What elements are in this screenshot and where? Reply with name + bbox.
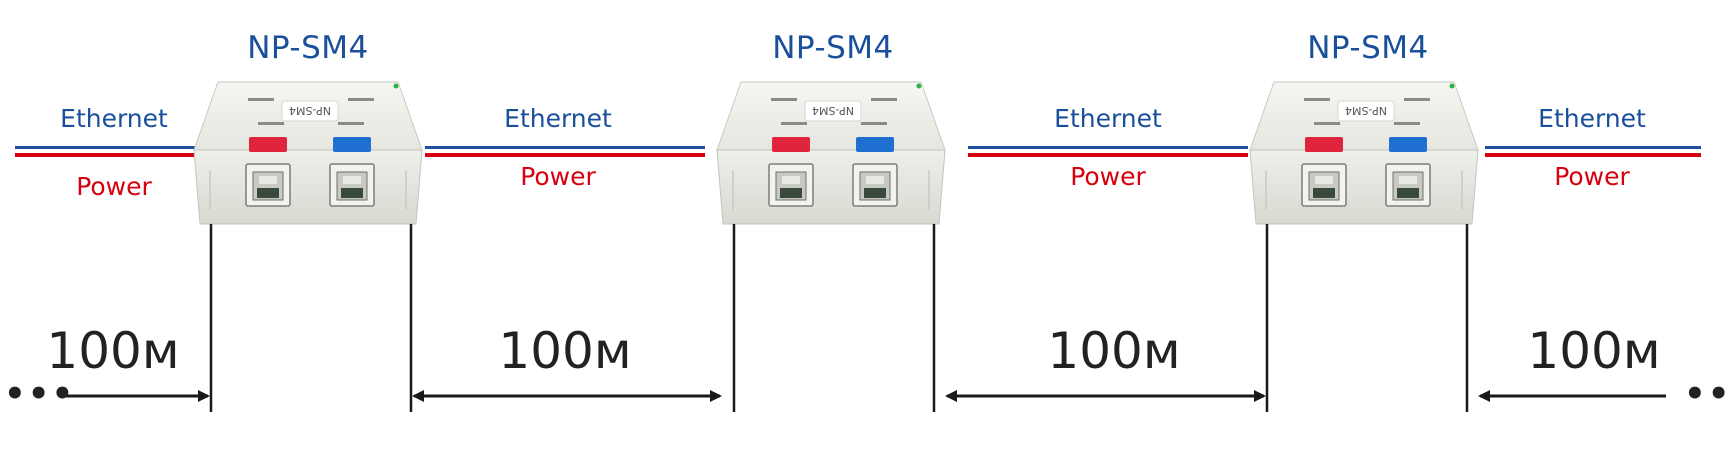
rj45-port-icon	[852, 163, 898, 207]
box-label-plate	[1337, 100, 1395, 122]
box-printed-model: NP-SM4	[1345, 104, 1387, 117]
box-vent	[781, 122, 807, 125]
cable-segment-4	[1485, 146, 1701, 157]
np-sm4-box-2: NP-SM4	[716, 81, 946, 225]
box-vent	[1304, 98, 1330, 101]
box-vent	[1314, 122, 1340, 125]
distance-label-3: 100м	[1047, 322, 1181, 380]
box-front-face	[1249, 149, 1479, 225]
box-printed-model: NP-SM4	[289, 104, 331, 117]
continuation-left-ellipsis: •••	[4, 374, 76, 414]
distance-label-4: 100м	[1527, 322, 1661, 380]
status-led-icon	[1449, 83, 1455, 89]
ethernet-label-2: Ethernet	[504, 104, 612, 133]
box-label-plate	[804, 100, 862, 122]
power-wire	[425, 153, 705, 157]
red-port-marker	[1305, 137, 1343, 152]
box-vent	[771, 98, 797, 101]
ethernet-wire	[15, 146, 198, 149]
np-sm4-box-3: NP-SM4	[1249, 81, 1479, 225]
ethernet-wire	[1485, 146, 1701, 149]
cable-segment-1	[15, 146, 198, 157]
blue-port-marker	[333, 137, 371, 152]
distance-label-1: 100м	[46, 322, 180, 380]
box-label-plate	[281, 100, 339, 122]
power-wire	[15, 153, 198, 157]
box-vent	[871, 98, 897, 101]
power-label-1: Power	[76, 172, 152, 201]
ethernet-label-1: Ethernet	[60, 104, 168, 133]
rj45-port-icon	[1301, 163, 1347, 207]
status-led-icon	[393, 83, 399, 89]
cable-segment-3	[968, 146, 1248, 157]
red-port-marker	[772, 137, 810, 152]
box-vent	[861, 122, 887, 125]
device-title-3: NP-SM4	[1307, 30, 1429, 66]
device-title-1: NP-SM4	[247, 30, 369, 66]
power-label-3: Power	[1070, 162, 1146, 191]
blue-port-marker	[1389, 137, 1427, 152]
ethernet-wire	[425, 146, 705, 149]
box-vent	[1394, 122, 1420, 125]
status-led-icon	[916, 83, 922, 89]
continuation-right-ellipsis: •••	[1684, 374, 1731, 414]
box-vent	[258, 122, 284, 125]
power-label-4: Power	[1554, 162, 1630, 191]
distance-label-2: 100м	[498, 322, 632, 380]
box-vent	[248, 98, 274, 101]
box-front-face	[716, 149, 946, 225]
power-wire	[1485, 153, 1701, 157]
rj45-port-icon	[768, 163, 814, 207]
device-title-2: NP-SM4	[772, 30, 894, 66]
ethernet-wire	[968, 146, 1248, 149]
box-front-face	[193, 149, 423, 225]
rj45-port-icon	[245, 163, 291, 207]
power-wire	[968, 153, 1248, 157]
box-vent	[1404, 98, 1430, 101]
rj45-port-icon	[329, 163, 375, 207]
red-port-marker	[249, 137, 287, 152]
dimension-ticks	[209, 224, 1469, 412]
blue-port-marker	[856, 137, 894, 152]
np-sm4-box-1: NP-SM4	[193, 81, 423, 225]
box-vent	[338, 122, 364, 125]
ethernet-label-4: Ethernet	[1538, 104, 1646, 133]
rj45-port-icon	[1385, 163, 1431, 207]
ethernet-label-3: Ethernet	[1054, 104, 1162, 133]
box-printed-model: NP-SM4	[812, 104, 854, 117]
box-vent	[348, 98, 374, 101]
power-label-2: Power	[520, 162, 596, 191]
cable-segment-2	[425, 146, 705, 157]
